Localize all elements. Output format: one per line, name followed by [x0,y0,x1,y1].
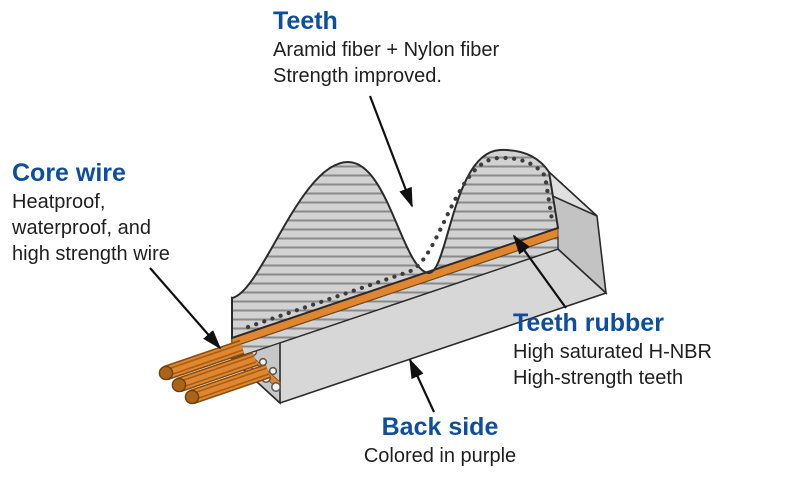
core-wire-arrow [149,267,222,350]
back-side-label: Back side Colored in purple [340,412,540,469]
teeth-rubber-desc-line: High-strength teeth [513,367,684,390]
teeth-rubber-label: Teeth rubber High saturated H-NBR High-s… [513,308,712,391]
back-side-title: Back side [381,413,499,441]
core-wire-desc-line: Heatproof, [12,191,106,214]
core-wire-title: Core wire [12,159,126,187]
core-wire-desc-line: waterproof, and [12,217,151,240]
teeth-desc-line: Strength improved. [273,65,442,88]
teeth-rubber-desc-line: High saturated H-NBR [513,341,712,364]
teeth-desc-line: Aramid fiber + Nylon fiber [273,39,500,62]
core-wire-desc-line: high strength wire [12,243,170,266]
teeth-label: Teeth Aramid fiber + Nylon fiber Strengt… [273,6,499,89]
teeth-arrow [368,95,414,208]
teeth-rubber-arrow [512,234,567,309]
core-wire-dotted-line [245,155,555,330]
back-side-desc-line: Colored in purple [363,445,517,468]
teeth-rubber-title: Teeth rubber [513,309,664,337]
core-wires [158,339,271,405]
teeth-title: Teeth [273,7,338,35]
back-side-arrow [409,358,435,413]
core-wire-label: Core wire Heatproof, waterproof, and hig… [12,158,170,267]
